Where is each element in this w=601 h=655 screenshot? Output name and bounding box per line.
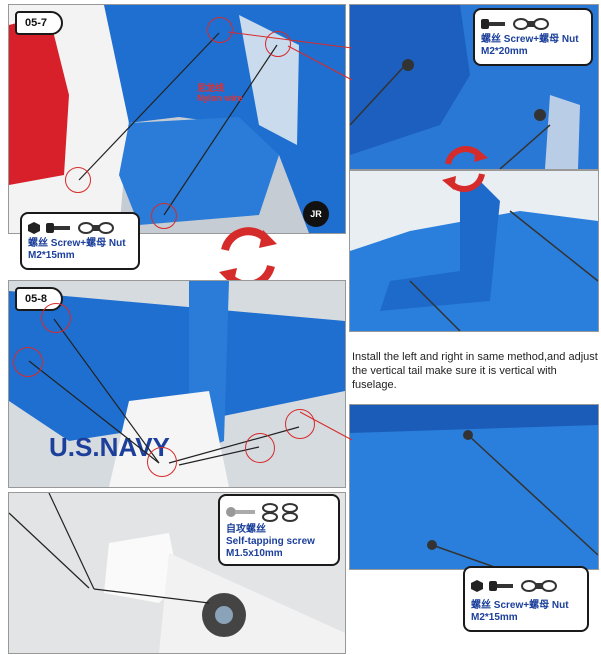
highlight-circle <box>207 17 233 43</box>
instruction-text: Install the left and right in same metho… <box>352 351 598 391</box>
rotate-arrows-icon <box>442 146 488 192</box>
swivel-icon <box>262 503 298 522</box>
photo-detail-top-right <box>349 4 599 170</box>
highlight-circle <box>151 203 177 229</box>
highlight-circle <box>265 31 291 57</box>
tail-photo-6 <box>350 405 598 569</box>
self-tapping-screw-icon <box>226 507 255 517</box>
screw-icon <box>489 581 513 591</box>
swivel-icon <box>513 18 549 30</box>
photo-detail-bottom-right <box>349 404 599 570</box>
tail-photo-1 <box>9 5 345 233</box>
tail-photo-3 <box>350 171 598 331</box>
screw-icon <box>46 223 70 233</box>
highlight-circle <box>147 447 177 477</box>
screw-icon <box>481 19 505 29</box>
photo-detail-right <box>349 170 599 332</box>
step-label: 05-7 <box>15 11 64 35</box>
highlight-circle <box>13 347 43 377</box>
hardware-callout-self-tapping: 自攻螺丝 Self-tapping screw M1.5x10mm <box>218 494 340 566</box>
nut-icon <box>28 222 40 234</box>
photo-step-05-8: U.S.NAVY 05-8 <box>8 280 346 488</box>
highlight-circle <box>245 433 275 463</box>
swivel-icon <box>521 580 557 592</box>
highlight-circle <box>285 409 315 439</box>
brand-logo: JR <box>303 201 329 227</box>
hardware-callout-m2x15-left: 螺丝 Screw+螺母 Nut M2*15mm <box>20 212 140 270</box>
hardware-callout-m2x20: 螺丝 Screw+螺母 Nut M2*20mm <box>473 8 593 66</box>
highlight-circle <box>41 303 71 333</box>
nylon-wire-label: 尼龙线 Nylon wire <box>197 83 243 103</box>
swivel-icon <box>78 222 114 234</box>
nut-icon <box>471 580 483 592</box>
photo-step-05-7: 05-7 尼龙线 Nylon wire JR <box>8 4 346 234</box>
highlight-circle <box>65 167 91 193</box>
hardware-callout-m2x15-right: 螺丝 Screw+螺母 Nut M2*15mm <box>463 566 589 632</box>
